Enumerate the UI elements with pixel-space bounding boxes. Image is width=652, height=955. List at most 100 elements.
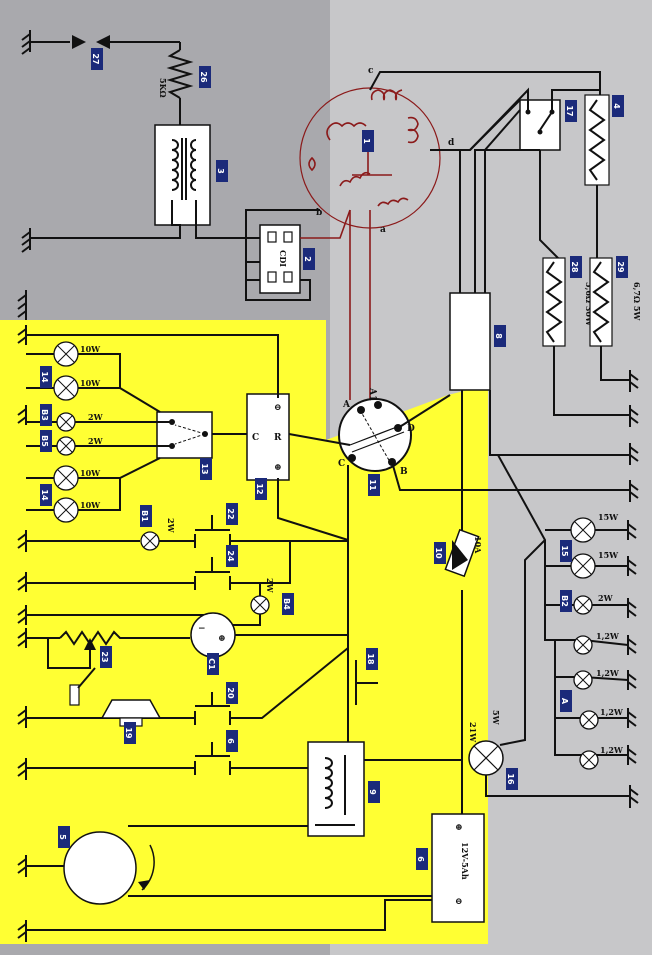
label-box-b1 [140,505,152,527]
stator-c: c [368,66,374,76]
label-box-2 [303,248,315,270]
label-box-9 [368,781,380,803]
rating-lamp-15-a: 15W [598,512,619,522]
label-box-16 [506,768,518,790]
wire-stator-b [300,209,351,239]
switch-terminal-c: C [338,459,345,469]
rect-plus: ⊕ [274,463,282,473]
label-box-24 [226,545,238,567]
label-box-b4 [282,593,294,615]
stator-a: a [380,225,386,235]
switch-terminal-a1: A1 [367,387,377,401]
rect-c: C [252,433,259,443]
stator-d: d [448,138,455,148]
button-6 [194,742,231,775]
rating-lamp-a3: 1,2W [600,707,624,717]
rheostat-knob [69,684,80,706]
battery-plus: ⊕ [455,823,463,833]
label-box-12 [255,478,267,500]
label-26: 26 [199,71,208,83]
resistor-26 [166,49,194,99]
label-b2: B2 [560,595,569,607]
label-14-bottom: 14 [40,489,49,501]
label-b4: B4 [282,598,291,610]
rating-lamp-b1: 2W [166,518,176,534]
label-box-15 [560,540,572,562]
spark-plug-electrode-right [96,35,110,49]
battery [431,813,485,923]
label-box-b5 [40,430,52,452]
rating-lamp-14-d: 10W [80,500,101,510]
c1-plus: ⊕ [218,634,226,644]
label-box-c1 [207,653,219,675]
label-box-5 [58,826,70,848]
label-16: 16 [506,773,515,785]
label-b1: B1 [140,510,149,522]
label-b5: B5 [40,435,49,447]
label-box-20 [226,682,238,704]
rating-tail-21w: 21W [468,722,478,743]
label-22: 22 [226,508,235,519]
label-box-14-top [40,366,52,388]
label-box-26 [199,66,211,88]
motor-5 [63,831,137,905]
label-box-22 [226,503,238,525]
rating-lamp-b5: 2W [88,436,104,446]
rating-lamp-a2: 1,2W [596,668,620,678]
button-18 [347,660,378,705]
label-box-23 [100,646,112,668]
label-box-10 [434,542,446,564]
label-box-b3 [40,404,52,426]
rating-lamp-a1: 1,2W [596,631,620,641]
battery-minus: ⊖ [455,897,463,907]
relay-9 [307,741,365,837]
ground-symbols [17,30,639,942]
label-29: 29 [616,261,625,273]
label-10: 10 [434,547,443,559]
capacitor-c1 [190,612,236,658]
label-19: 19 [124,727,133,739]
label-14-top: 14 [40,371,49,383]
label-box-19 [124,722,136,744]
rating-resistor-28: 5,6Ω 30W [584,282,594,327]
label-23: 23 [100,651,109,662]
label-24: 24 [226,550,235,562]
label-1: 1 [362,138,371,144]
spark-plug-area [30,35,194,125]
label-28: 28 [570,261,579,273]
label-a: A [560,698,569,705]
label-battery: 6 [416,856,425,862]
horn-19 [100,699,162,719]
rating-lamp-a4: 1,2W [600,745,624,755]
rect-minus: ⊖ [274,403,282,413]
label-box-b2 [560,590,572,612]
label-13: 13 [200,463,209,474]
c1-minus: − [198,624,206,634]
spark-plug-electrode-left [72,35,86,49]
rating-resistor-26: 5KΩ [158,78,168,98]
switch-terminal-b: B [400,467,408,477]
regulator-8 [449,292,491,391]
rating-tail-5w: 5W [491,710,501,726]
rating-lamp-14-c: 10W [80,468,101,478]
switch-17 [519,99,561,151]
label-box-3 [216,160,228,182]
label-box-28 [570,256,582,278]
label-box-14-bottom [40,484,52,506]
label-box-18 [366,648,378,670]
label-c1: C1 [207,658,216,670]
rect-r: R [274,433,282,443]
label-box-battery [416,848,428,870]
label-box-13 [200,458,212,480]
label-4: 4 [612,103,621,109]
label-2: 2 [303,256,312,262]
rating-lamp-14-b: 10W [80,378,101,388]
label-12: 12 [255,483,264,494]
label-6-btn: 6 [226,738,235,744]
rating-lamp-b3: 2W [88,412,104,422]
label-3: 3 [216,168,225,174]
cdi-unit [259,224,301,294]
label-box-27 [91,48,103,70]
label-box-8 [494,325,506,347]
cdi-text: CDI [278,250,288,267]
